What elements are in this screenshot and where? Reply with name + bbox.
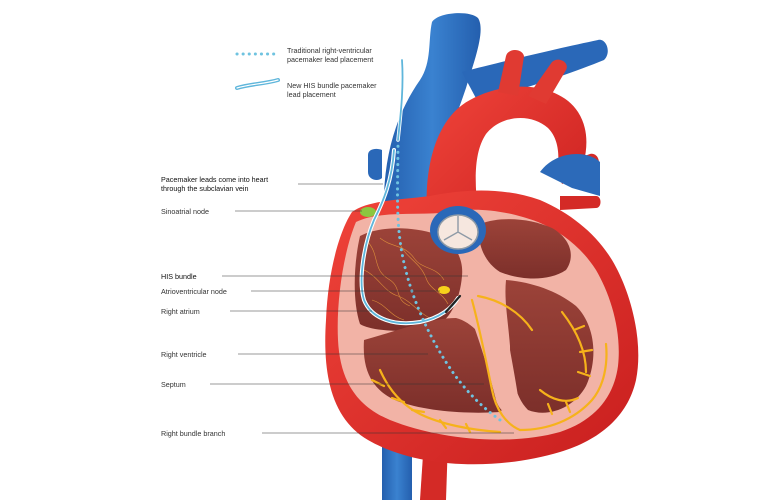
leader-lines [210, 183, 514, 434]
right-ventricle-chamber [363, 318, 507, 413]
conduction-system [370, 294, 608, 434]
label-sinoatrial: Sinoatrial node [161, 207, 209, 216]
legend-solid-symbol [235, 78, 280, 90]
label-right-atrium: Right atrium [161, 307, 200, 316]
label-right-bundle: Right bundle branch [161, 429, 226, 438]
label-right-ventricle: Right ventricle [161, 350, 207, 359]
legend-his-label: New HIS bundle pacemaker lead placement [287, 81, 377, 99]
lead-tip [444, 294, 462, 314]
pulmonary-valve [430, 206, 486, 254]
his-bundle-lead-core [360, 149, 459, 325]
label-his-bundle: HIS bundle [161, 272, 197, 281]
atrioventricular-node [438, 286, 450, 294]
superior-vena-cava [368, 13, 608, 235]
label-av-node: Atrioventricular node [161, 287, 227, 296]
sinoatrial-node [360, 207, 376, 217]
traditional-rv-lead [396, 138, 502, 422]
label-subclavian: Pacemaker leads come into heart through … [161, 175, 269, 193]
left-ventricle-chamber [505, 280, 594, 413]
left-atrium-chamber [478, 219, 571, 279]
legend-traditional-label: Traditional right-ventricular pacemaker … [287, 46, 374, 64]
label-septum: Septum [161, 380, 186, 389]
lead-entry [397, 59, 404, 141]
